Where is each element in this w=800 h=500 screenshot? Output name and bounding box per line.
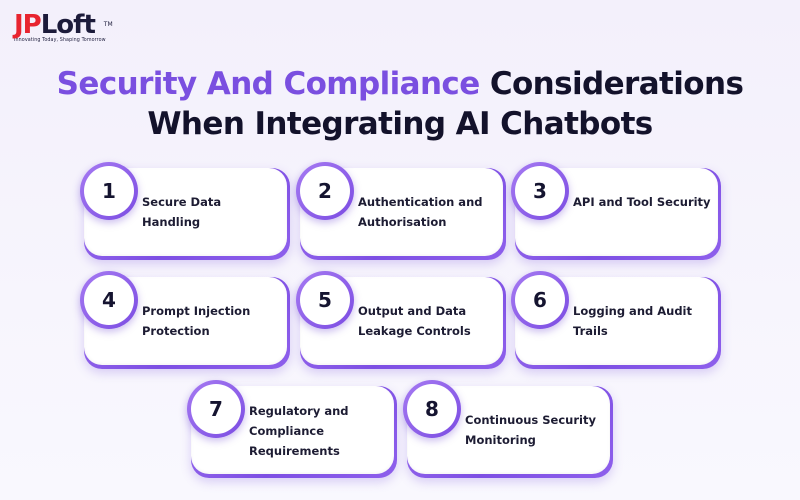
number-label: 1 — [84, 166, 134, 216]
number-label: 4 — [84, 275, 134, 325]
logo-trademark: TM — [103, 21, 113, 28]
card-1: 1 Secure Data Handling — [80, 162, 290, 260]
number-label: 8 — [407, 384, 457, 434]
number-badge: 4 — [80, 271, 138, 329]
number-label: 2 — [300, 166, 350, 216]
number-badge: 1 — [80, 162, 138, 220]
logo-loft: Loft — [40, 10, 96, 40]
card-2: 2 Authentication and Authorisation — [296, 162, 506, 260]
card-4: 4 Prompt Injection Protection — [80, 271, 290, 369]
card-8: 8 Continuous Security Monitoring — [403, 380, 613, 478]
number-badge: 5 — [296, 271, 354, 329]
card-label: Prompt Injection Protection — [142, 304, 251, 338]
card-label: Logging and Audit Trails — [573, 304, 692, 338]
jploft-logo: JPLoft TM Innovating Today, Shaping Tomo… — [14, 10, 113, 43]
logo-jp: JP — [14, 10, 42, 40]
card-label: Secure Data Handling — [142, 195, 222, 229]
card-label: Continuous Security Monitoring — [465, 413, 596, 447]
number-badge: 8 — [403, 380, 461, 438]
number-badge: 3 — [511, 162, 569, 220]
title-highlight: Security And Compliance — [56, 66, 481, 102]
title-line2: When Integrating AI Chatbots — [147, 106, 653, 142]
number-badge: 6 — [511, 271, 569, 329]
card-label: Authentication and Authorisation — [358, 195, 483, 229]
page-title: Security And Compliance Considerations W… — [0, 64, 800, 144]
logo-wordmark: JPLoft TM — [14, 10, 113, 40]
card-7: 7 Regulatory and Compliance Requirements — [187, 380, 397, 478]
number-label: 3 — [515, 166, 565, 216]
card-3: 3 API and Tool Security — [511, 162, 721, 260]
number-label: 6 — [515, 275, 565, 325]
card-6: 6 Logging and Audit Trails — [511, 271, 721, 369]
number-label: 7 — [191, 384, 241, 434]
card-label: Regulatory and Compliance Requirements — [249, 404, 349, 458]
title-line1-rest: Considerations — [479, 66, 744, 102]
number-badge: 2 — [296, 162, 354, 220]
card-label: Output and Data Leakage Controls — [358, 304, 471, 338]
card-label: API and Tool Security — [573, 195, 711, 209]
card-5: 5 Output and Data Leakage Controls — [296, 271, 506, 369]
number-badge: 7 — [187, 380, 245, 438]
logo-tagline: Innovating Today, Shaping Tomorrow — [14, 38, 106, 43]
number-label: 5 — [300, 275, 350, 325]
